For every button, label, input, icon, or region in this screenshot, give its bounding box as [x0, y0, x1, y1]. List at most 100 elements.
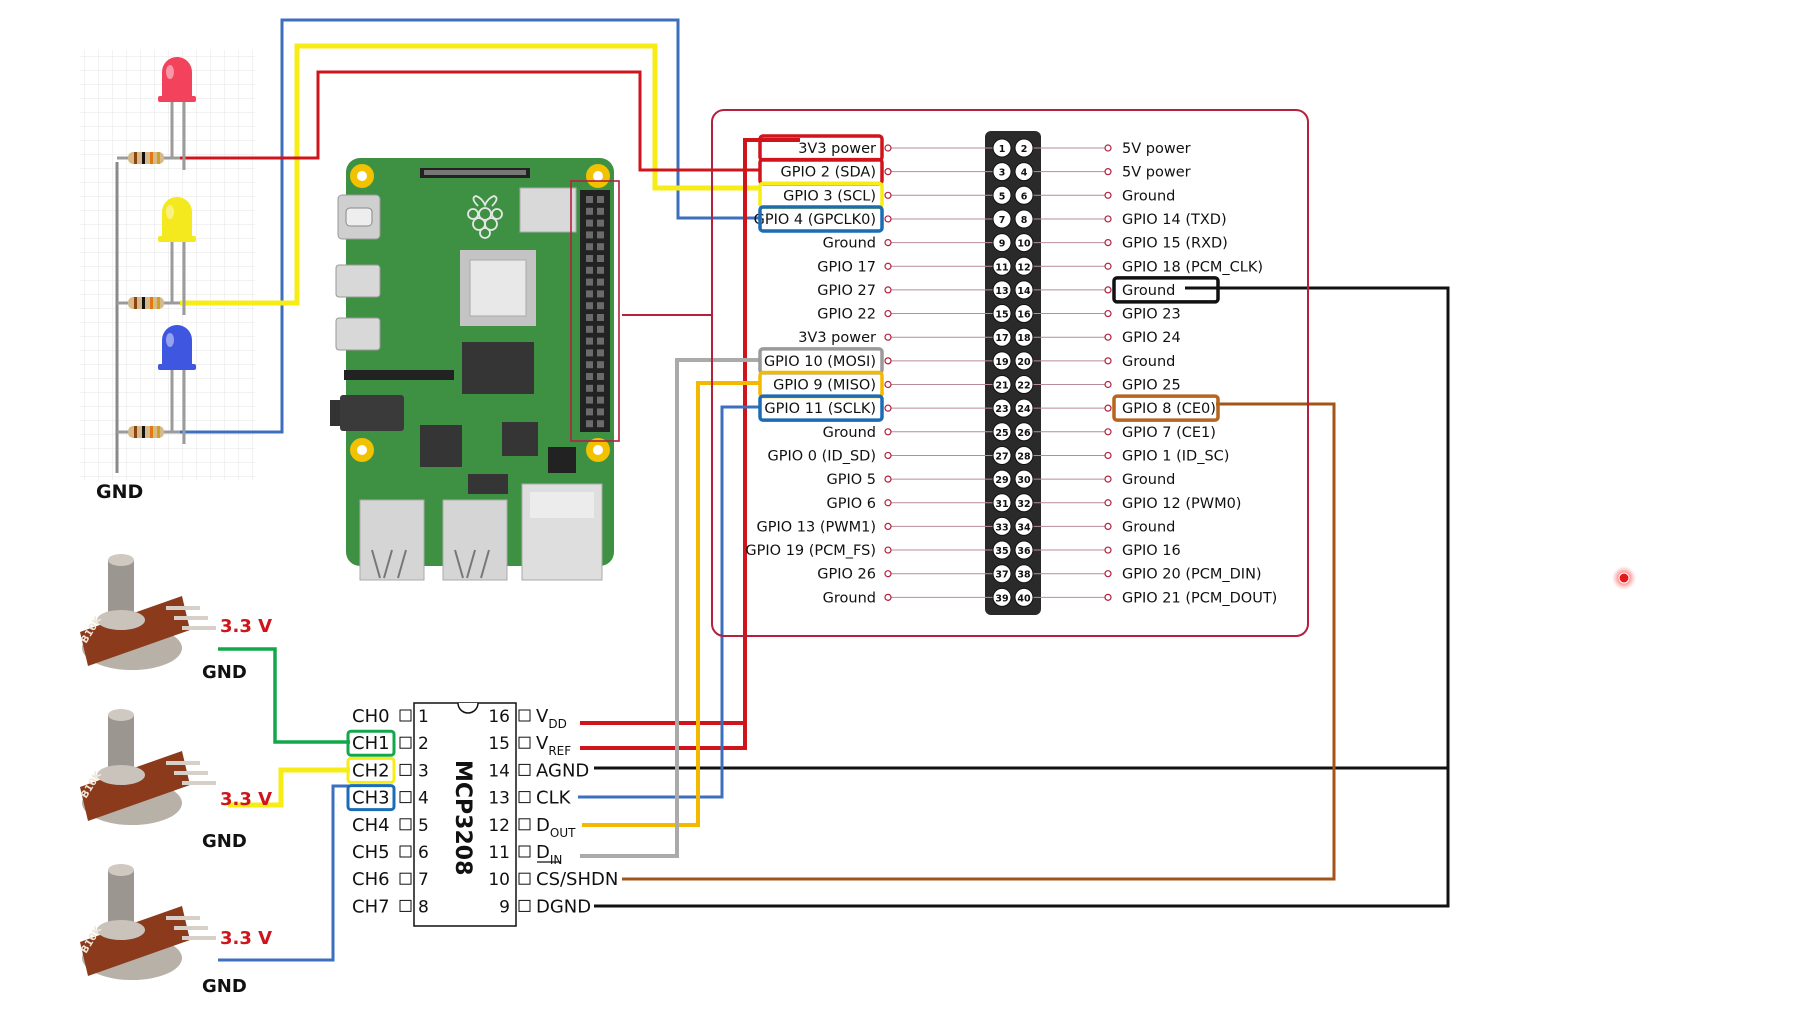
gpio-label-left: GPIO 22 [817, 307, 876, 323]
gpio-label-left: Ground [823, 425, 876, 441]
wire-orange-miso [582, 381, 760, 827]
wire-red-gpio2 [180, 70, 760, 172]
chip-pin-number-right: 12 [488, 816, 510, 836]
chip-body [413, 702, 517, 927]
pin-number: 27 [995, 451, 1008, 462]
breadboard-grid [80, 50, 255, 480]
chip-pin-square [399, 736, 412, 749]
gpio-label-right: GPIO 15 (RXD) [1122, 236, 1228, 252]
gpio-label-right: GPIO 8 (CE0) [1122, 401, 1216, 417]
gpio-label-right: GPIO 24 [1122, 330, 1181, 346]
pin-dot-right [1104, 380, 1112, 389]
gpio-label-right: GPIO 23 [1122, 307, 1181, 323]
gpio-label-left: GPIO 5 [826, 472, 876, 488]
pin-number-circle [1014, 398, 1034, 418]
chip [420, 425, 462, 467]
pin-number-circle [1014, 280, 1034, 300]
pin-dot-right [1104, 333, 1112, 341]
wire-yellow-ch2 [228, 767, 350, 808]
poe-header [548, 447, 576, 473]
header-pin [586, 219, 593, 227]
pin-dot-right [1104, 144, 1112, 152]
gpio-label-left: Ground [823, 590, 876, 606]
chip-pin-label-left: CH4 [352, 815, 390, 836]
led-rim [158, 364, 196, 370]
wires [180, 18, 1450, 962]
chip-pin-label-sub: IN [550, 853, 563, 867]
pin-number: 26 [1017, 428, 1031, 439]
wire-brown-cs [622, 402, 1336, 881]
pinout-frame [711, 109, 1309, 637]
gpio-label-right: GPIO 21 (PCM_DOUT) [1122, 590, 1277, 606]
pin-number-circle [1014, 304, 1034, 324]
usb-c-port [345, 207, 373, 227]
chip-pin-label-left: CH1 [352, 733, 390, 754]
gpio-label-left: GPIO 13 (PWM1) [757, 519, 876, 535]
pin-number: 37 [995, 570, 1008, 581]
pin-number: 15 [995, 310, 1008, 321]
pin-number-circle [1014, 256, 1034, 276]
chip-pin-square [399, 709, 412, 722]
gpio-label-right: Ground [1122, 283, 1175, 299]
gpio-label-right: GPIO 12 (PWM0) [1122, 496, 1241, 512]
chip-name: MCP3208 [450, 760, 475, 875]
gpio-label-left: GPIO 27 [817, 283, 876, 299]
pin-number-circle [1014, 469, 1034, 489]
chip-pin-label-left: CH0 [352, 706, 390, 727]
chip-pin-label-left: CH7 [352, 896, 390, 917]
camera-connector [344, 370, 454, 380]
header-pin [586, 325, 593, 333]
pin-number-circle [992, 138, 1012, 158]
pin-number-circle [1014, 185, 1034, 205]
pin-dot-left [884, 309, 892, 318]
pin-number-circle [992, 256, 1012, 276]
audio-jack [340, 395, 404, 431]
pin-dot-right [1104, 499, 1112, 507]
pin-number-circle [1014, 138, 1034, 158]
pin-dot-left [884, 168, 892, 176]
pin-number: 11 [995, 262, 1008, 273]
pin-number-circle [992, 564, 1012, 584]
pin-number-circle [1014, 351, 1034, 371]
pin-number-circle [1014, 162, 1034, 182]
chip-pin-number-right: 11 [488, 843, 510, 863]
chip-pin-label-right: CLK [536, 788, 572, 809]
chip-notch [457, 702, 479, 714]
gpio-label-left: GPIO 11 (SCLK) [764, 401, 876, 417]
pin-number: 10 [1017, 239, 1031, 250]
gpio-label-right: GPIO 25 [1122, 378, 1181, 394]
pin-dot-right [1104, 309, 1112, 318]
chip-pin-square [518, 736, 531, 749]
header-pin [597, 196, 604, 203]
pin-number: 25 [995, 428, 1008, 439]
chip-pin-number-right: 9 [499, 897, 510, 917]
raspberry-pi-board [330, 158, 620, 581]
header-pin [597, 420, 604, 428]
pin-dot-right [1104, 357, 1112, 365]
channel-highlight [346, 784, 396, 812]
chip-pin-label-sub: DD [548, 717, 566, 731]
led-shine [166, 65, 174, 79]
pot-body [80, 906, 190, 976]
pin-number-circle [1014, 327, 1034, 347]
leds [117, 57, 196, 444]
header-pin [586, 290, 593, 298]
pin-dot-right [1104, 404, 1112, 412]
header-pin [586, 266, 593, 274]
chip-pin-number-left: 8 [418, 897, 429, 917]
chip-pin-number-left: 5 [418, 816, 429, 836]
resistor-band [150, 297, 153, 309]
chip-pin-square [399, 818, 412, 831]
pot-3v3-label: 3.3 V [220, 789, 272, 810]
pot-gnd-label: GND [202, 976, 247, 997]
pin-number: 33 [995, 522, 1008, 533]
chip-pin-label-left: CH3 [352, 788, 390, 809]
chip-pin-number-right: 14 [488, 761, 510, 781]
wire-black-dgnd [594, 286, 1450, 908]
pin-number-circle [992, 398, 1012, 418]
chip-pin-label-sub: OUT [550, 826, 576, 840]
gpio-label-left: GPIO 26 [817, 567, 876, 583]
pin-dot-left [884, 380, 892, 389]
pin-number-circle [1014, 209, 1034, 229]
pot-shaft-top [108, 709, 134, 721]
